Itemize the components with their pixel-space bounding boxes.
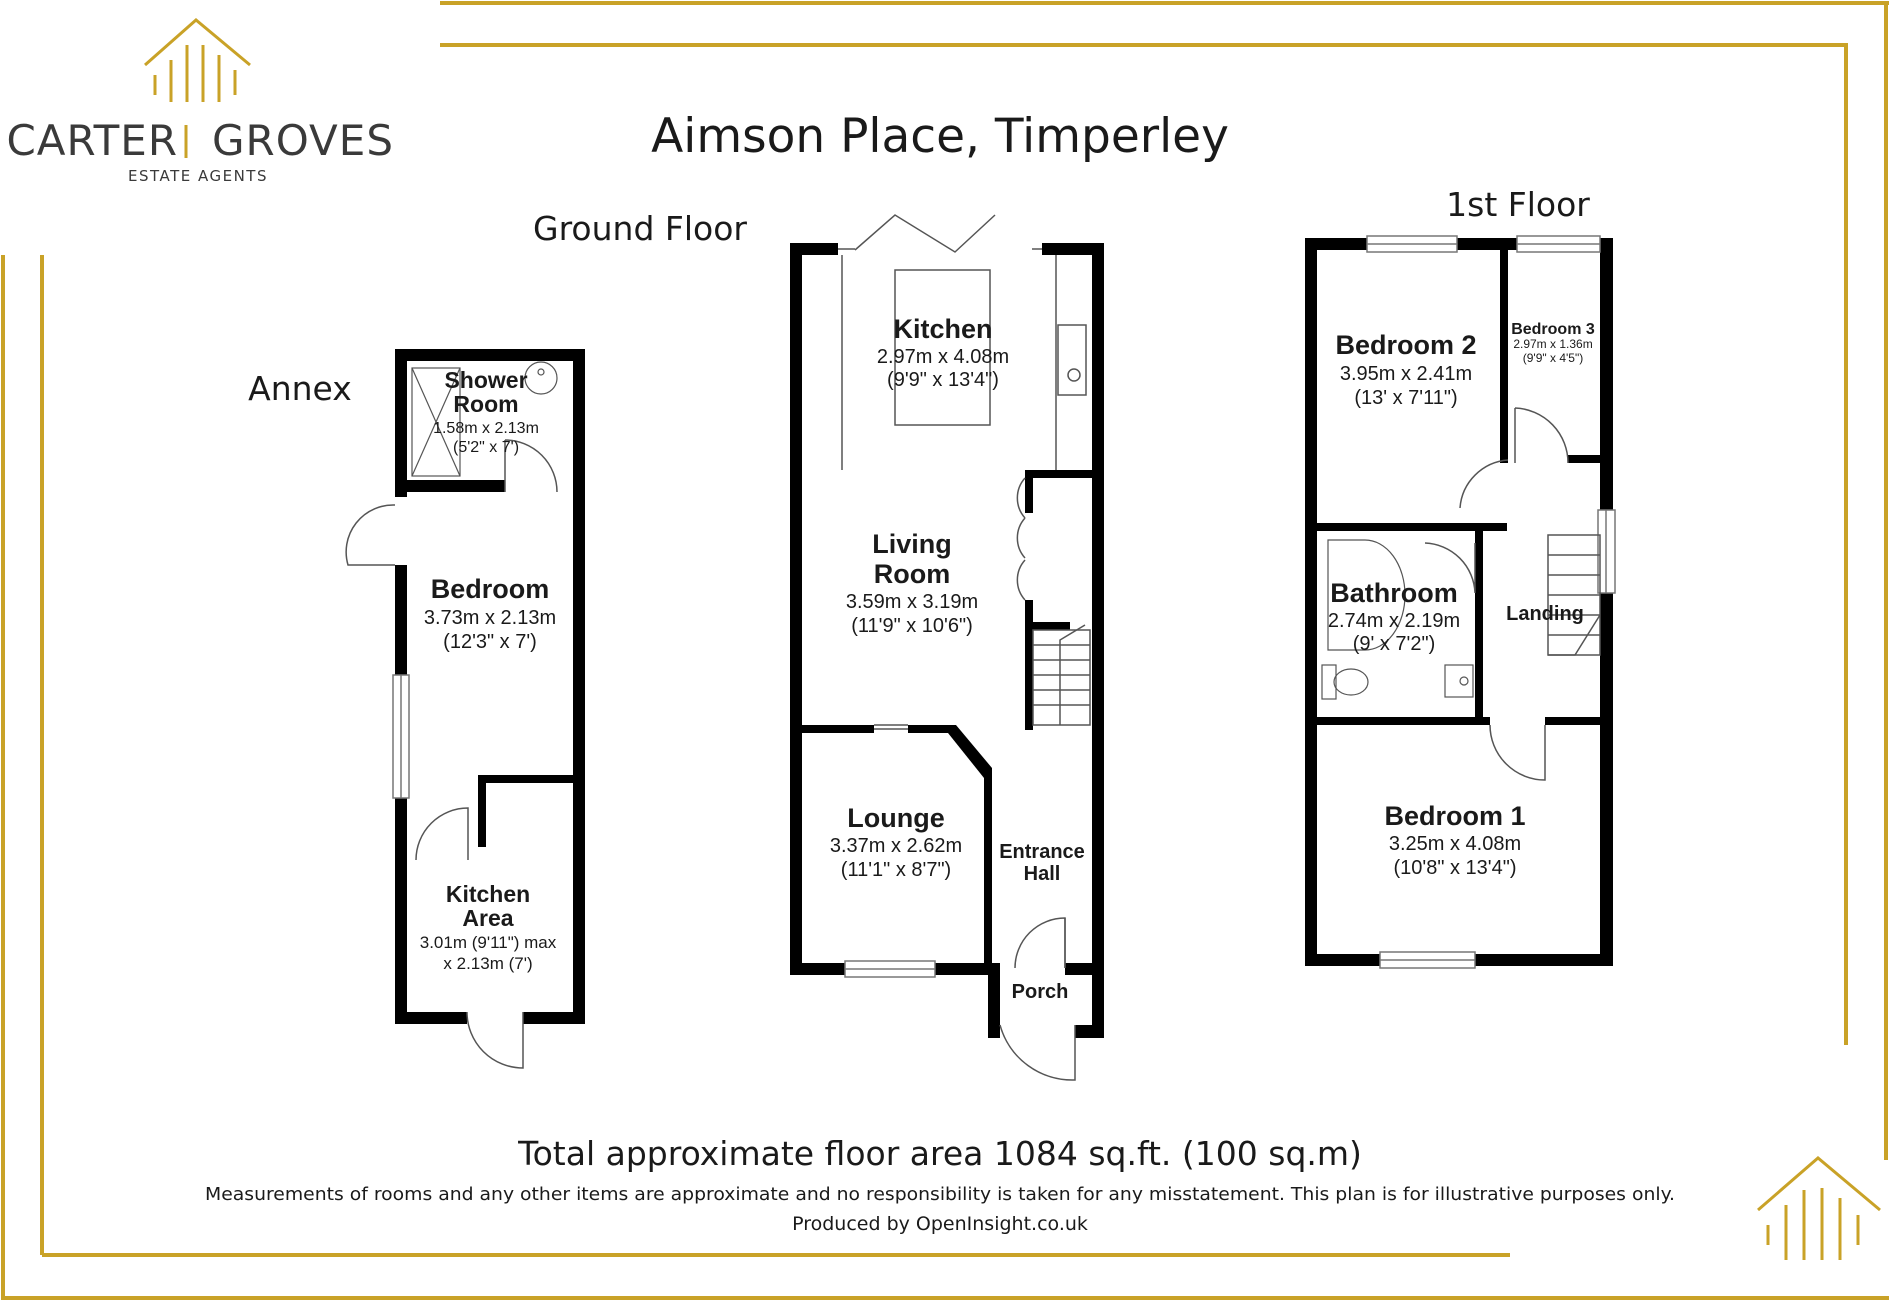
bath-icon bbox=[1327, 539, 1406, 651]
lounge-name: Lounge bbox=[847, 803, 944, 833]
living-room-name-2: Room bbox=[874, 559, 951, 589]
living-lounge-opening bbox=[874, 724, 908, 730]
kitchen-area-name-2: Area bbox=[462, 905, 513, 931]
shower-tray-icon bbox=[411, 367, 461, 477]
disclaimer-text: Measurements of rooms and any other item… bbox=[205, 1184, 1675, 1205]
kitchen-area-dim-2: x 2.13m (7') bbox=[443, 954, 532, 973]
annex-walls bbox=[395, 349, 585, 1024]
landing-stairs-icon bbox=[1547, 534, 1601, 656]
bedroom3-dim-imperial: (9'9" x 4'5") bbox=[1523, 351, 1583, 365]
house-logo-icon bbox=[144, 18, 251, 158]
bathroom-dim-metric: 2.74m x 2.19m bbox=[1328, 610, 1460, 632]
produced-by-text: Produced by OpenInsight.co.uk bbox=[792, 1213, 1088, 1235]
cupboard-doors bbox=[1016, 477, 1026, 601]
first-floor-windows bbox=[1366, 235, 1616, 969]
brand-logo: CARTER GROVES ESTATE AGENTS bbox=[6, 18, 394, 185]
kitchen-units bbox=[841, 255, 1087, 470]
section-ground-label: Ground Floor bbox=[533, 209, 747, 248]
bedroom3-name: Bedroom 3 bbox=[1511, 321, 1595, 338]
bedroom1-dim-imperial: (10'8" x 13'4") bbox=[1393, 857, 1516, 879]
first-floor-walls bbox=[1305, 238, 1613, 966]
kitchen-dim-metric: 2.97m x 4.08m bbox=[877, 346, 1009, 368]
annex-plan: Shower Room 1.58m x 2.13m (5'2" x 7') Be… bbox=[345, 349, 585, 1069]
kitchen-area-dim-1: 3.01m (9'11") max bbox=[420, 933, 557, 952]
kitchen-area-name-1: Kitchen bbox=[446, 881, 530, 907]
living-room-name-1: Living bbox=[872, 529, 952, 559]
total-floor-area: Total approximate floor area 1084 sq.ft.… bbox=[517, 1134, 1362, 1173]
shower-room-dim-imperial: (5'2" x 7') bbox=[453, 439, 519, 456]
shower-room-name-2: Room bbox=[453, 391, 518, 417]
first-floor-plan: Bedroom 2 3.95m x 2.41m (13' x 7'11") Be… bbox=[1305, 235, 1616, 969]
annex-doors bbox=[345, 439, 558, 1069]
bedroom1-name: Bedroom 1 bbox=[1384, 801, 1525, 831]
annex-bedroom-dim-imperial: (12'3" x 7') bbox=[443, 631, 537, 653]
stairs-icon bbox=[1032, 624, 1091, 726]
section-first-label: 1st Floor bbox=[1446, 185, 1590, 224]
kitchen-dim-imperial: (9'9" x 13'4") bbox=[887, 369, 999, 391]
porch-name: Porch bbox=[1012, 981, 1069, 1003]
toilet-icon bbox=[1321, 664, 1369, 700]
ground-floor-walls bbox=[790, 243, 1104, 1038]
bedroom2-dim-imperial: (13' x 7'11") bbox=[1354, 387, 1457, 409]
shower-room-dim-metric: 1.58m x 2.13m bbox=[433, 420, 539, 437]
living-room-dim-metric: 3.59m x 3.19m bbox=[846, 591, 978, 613]
brand-name-left: CARTER bbox=[6, 116, 178, 165]
entrance-hall-name-2: Hall bbox=[1024, 863, 1061, 885]
bedroom2-name: Bedroom 2 bbox=[1335, 330, 1476, 360]
annex-bedroom-name: Bedroom bbox=[431, 574, 550, 604]
living-room-dim-imperial: (11'9" x 10'6") bbox=[851, 615, 973, 637]
bedroom2-dim-metric: 3.95m x 2.41m bbox=[1340, 363, 1472, 385]
brand-name-right: GROVES bbox=[212, 116, 394, 165]
bathroom-dim-imperial: (9' x 7'2") bbox=[1353, 633, 1436, 655]
lounge-dim-imperial: (11'1" x 8'7") bbox=[841, 859, 951, 881]
ground-floor-plan: Kitchen 2.97m x 4.08m (9'9" x 13'4") Liv… bbox=[790, 214, 1104, 1081]
bedroom1-dim-metric: 3.25m x 4.08m bbox=[1389, 833, 1521, 855]
basin-icon bbox=[524, 361, 558, 395]
corner-logo-icon bbox=[1757, 1156, 1881, 1260]
first-floor-doors bbox=[1424, 407, 1569, 781]
bathroom-sink-icon bbox=[1444, 664, 1474, 698]
kitchen-name: Kitchen bbox=[893, 314, 992, 344]
annex-window bbox=[392, 674, 410, 799]
lounge-dim-metric: 3.37m x 2.62m bbox=[830, 835, 962, 857]
bathroom-name: Bathroom bbox=[1330, 578, 1458, 608]
annex-bedroom-dim-metric: 3.73m x 2.13m bbox=[424, 607, 556, 629]
page-title: Aimson Place, Timperley bbox=[651, 109, 1229, 164]
shower-room-name-1: Shower bbox=[444, 367, 527, 393]
bifold-door-icon bbox=[838, 214, 1042, 253]
ground-doors bbox=[999, 917, 1076, 1081]
lounge-window bbox=[844, 960, 936, 978]
section-annex-label: Annex bbox=[248, 369, 352, 408]
bedroom3-dim-metric: 2.97m x 1.36m bbox=[1513, 337, 1592, 351]
entrance-hall-name-1: Entrance bbox=[999, 841, 1085, 863]
landing-name: Landing bbox=[1506, 603, 1584, 625]
brand-tagline: ESTATE AGENTS bbox=[128, 167, 268, 185]
